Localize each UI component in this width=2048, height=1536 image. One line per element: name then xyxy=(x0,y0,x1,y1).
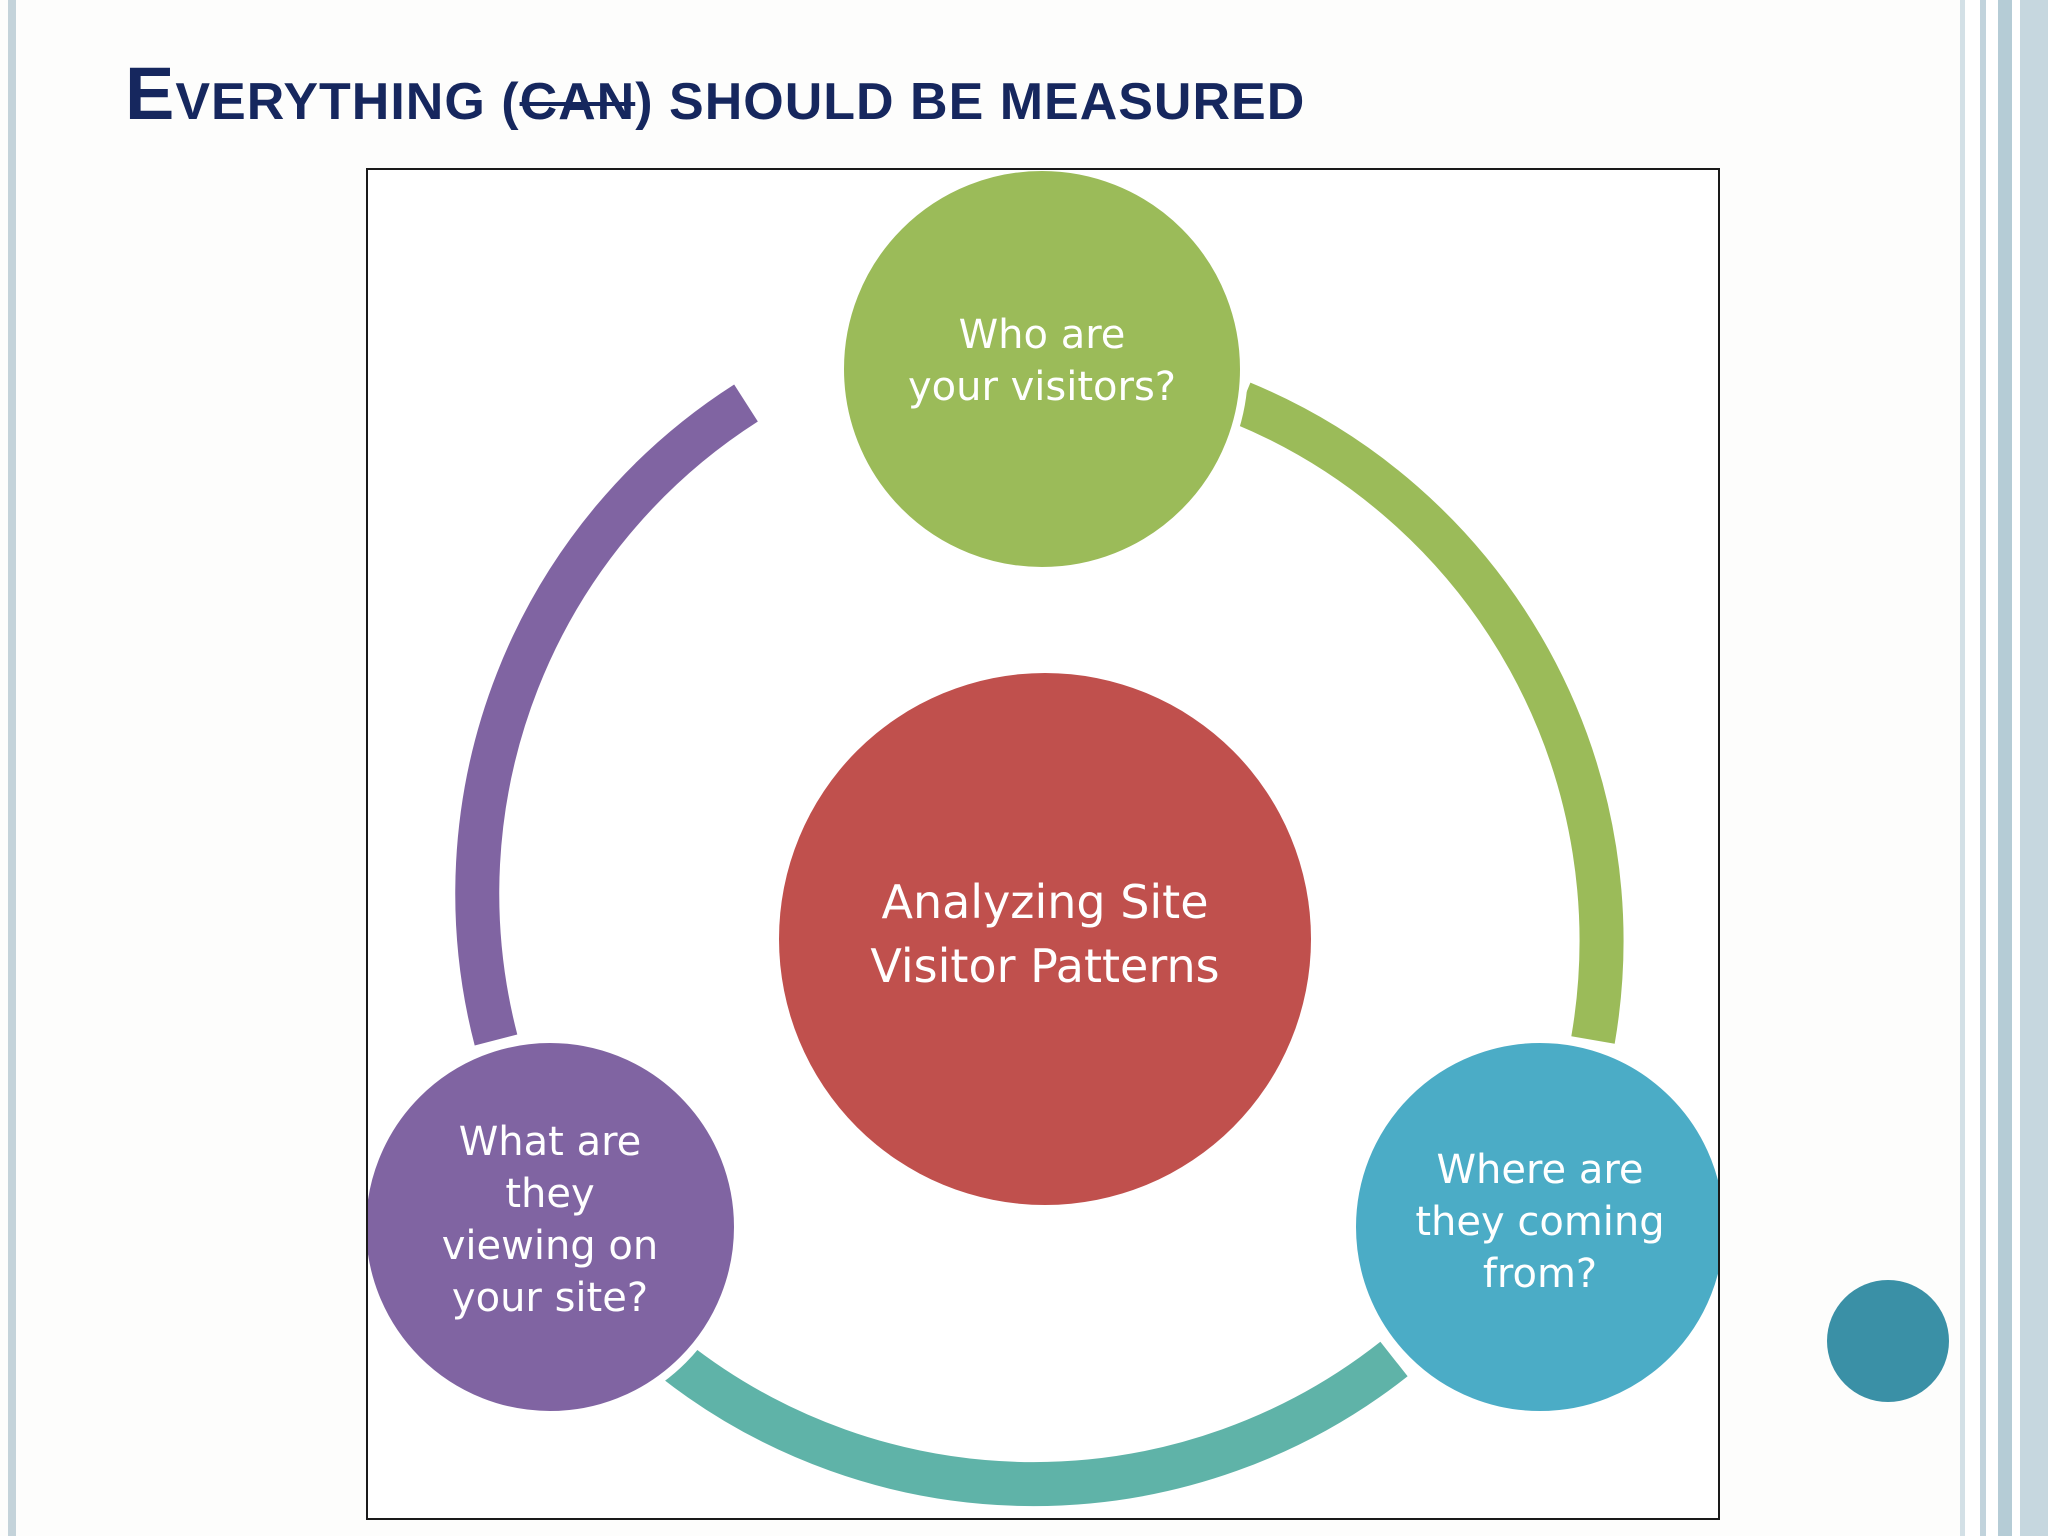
decor-stripe xyxy=(1998,0,2012,1536)
node-where-are-they-coming-from xyxy=(1348,1035,1718,1419)
node-label-line: viewing on xyxy=(442,1223,659,1269)
node-label-line: from? xyxy=(1483,1251,1597,1297)
node-label-line: Where are xyxy=(1436,1147,1643,1193)
title-initial: E xyxy=(125,52,176,135)
node-label: What are they viewing on your site? xyxy=(442,1119,659,1321)
title-remainder: SHOULD BE MEASURED xyxy=(653,73,1306,131)
node-label-line: Analyzing Site xyxy=(881,875,1208,929)
node-label-line: your visitors? xyxy=(908,364,1176,410)
cycle-arc-left-to-top xyxy=(455,384,758,1046)
node-label-line: they xyxy=(505,1171,594,1217)
title-open-paren: ( xyxy=(485,73,520,131)
center-node xyxy=(779,673,1311,1205)
node-label-line: Visitor Patterns xyxy=(870,939,1219,993)
slide-right-decoration xyxy=(1960,0,2048,1536)
title-struck-word: CAN xyxy=(519,73,636,131)
slide-decoration-circle xyxy=(1827,1280,1949,1402)
title-close-paren: ) xyxy=(635,73,654,131)
decor-stripe xyxy=(1960,0,1965,1536)
decor-stripe xyxy=(2020,0,2048,1536)
node-label-line: your site? xyxy=(452,1275,648,1321)
node-label-line: they coming xyxy=(1415,1199,1664,1245)
cycle-arc-top-to-right xyxy=(1233,382,1624,1044)
node-label: Who are your visitors? xyxy=(908,312,1176,410)
cycle-arc-right-to-left xyxy=(659,1341,1408,1507)
title-word: VERYTHING xyxy=(175,73,486,131)
node-what-are-they-viewing xyxy=(368,1035,742,1419)
slide-left-border xyxy=(8,0,16,1536)
slide-title: EVERYTHING (CAN) SHOULD BE MEASURED xyxy=(125,50,1305,139)
node-label: Where are they coming from? xyxy=(1415,1147,1664,1297)
node-who-are-your-visitors xyxy=(836,170,1248,575)
node-label-line: Who are xyxy=(959,312,1126,358)
node-label-line: What are xyxy=(459,1119,642,1165)
decor-stripe xyxy=(1980,0,1986,1536)
